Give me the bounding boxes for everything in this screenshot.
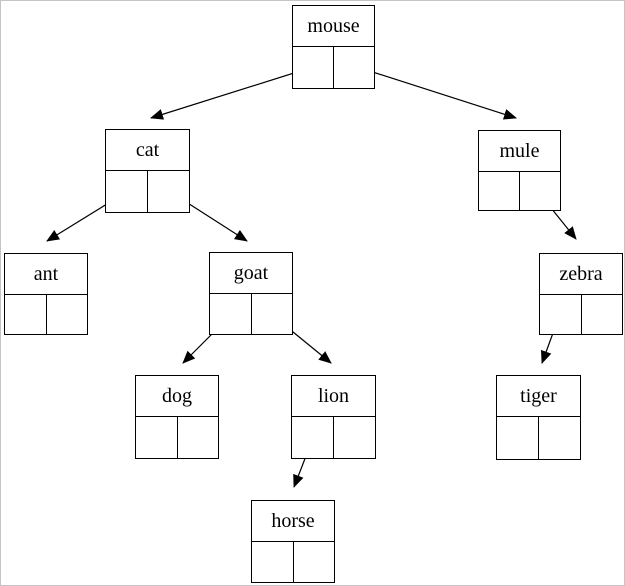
left-pointer-cell [136,417,178,458]
pointer-cells [479,172,560,210]
left-pointer-cell [540,295,582,334]
node-label: dog [136,376,218,417]
pointer-cells [210,294,292,334]
node-label: zebra [540,254,622,295]
left-pointer-cell [210,294,252,334]
pointer-cells [252,542,334,582]
left-pointer-cell [497,417,539,459]
tree-node-tiger: tiger [496,375,581,460]
tree-node-mouse: mouse [292,5,375,89]
right-pointer-cell [148,171,189,212]
right-pointer-cell [582,295,623,334]
pointer-cells [136,417,218,458]
tree-node-cat: cat [105,129,190,213]
left-pointer-cell [5,295,47,334]
pointer-cells [5,295,87,334]
node-label: cat [106,130,189,171]
tree-node-horse: horse [251,500,335,583]
left-pointer-cell [252,542,294,582]
node-label: mule [479,131,560,172]
edge-mouse-to-mule [353,65,517,120]
pointer-cells [497,417,580,459]
pointer-cells [292,417,375,458]
right-pointer-cell [520,172,560,210]
node-label: mouse [293,6,374,47]
tree-node-lion: lion [291,375,376,459]
left-pointer-cell [479,172,520,210]
right-pointer-cell [178,417,219,458]
node-label: lion [292,376,375,417]
left-pointer-cell [293,47,334,88]
pointer-cells [293,47,374,88]
tree-node-dog: dog [135,375,219,459]
tree-node-mule: mule [478,130,561,211]
left-pointer-cell [106,171,148,212]
right-pointer-cell [252,294,293,334]
node-label: ant [5,254,87,295]
right-pointer-cell [334,47,374,88]
right-pointer-cell [294,542,335,582]
right-pointer-cell [334,417,375,458]
pointer-cells [540,295,622,334]
right-pointer-cell [539,417,580,459]
node-label: goat [210,253,292,294]
edge-mouse-to-cat [150,66,314,120]
tree-node-zebra: zebra [539,253,623,335]
node-label: tiger [497,376,580,417]
tree-node-ant: ant [4,253,88,335]
left-pointer-cell [292,417,334,458]
tree-node-goat: goat [209,252,293,335]
pointer-cells [106,171,189,212]
right-pointer-cell [47,295,88,334]
node-label: horse [252,501,334,542]
